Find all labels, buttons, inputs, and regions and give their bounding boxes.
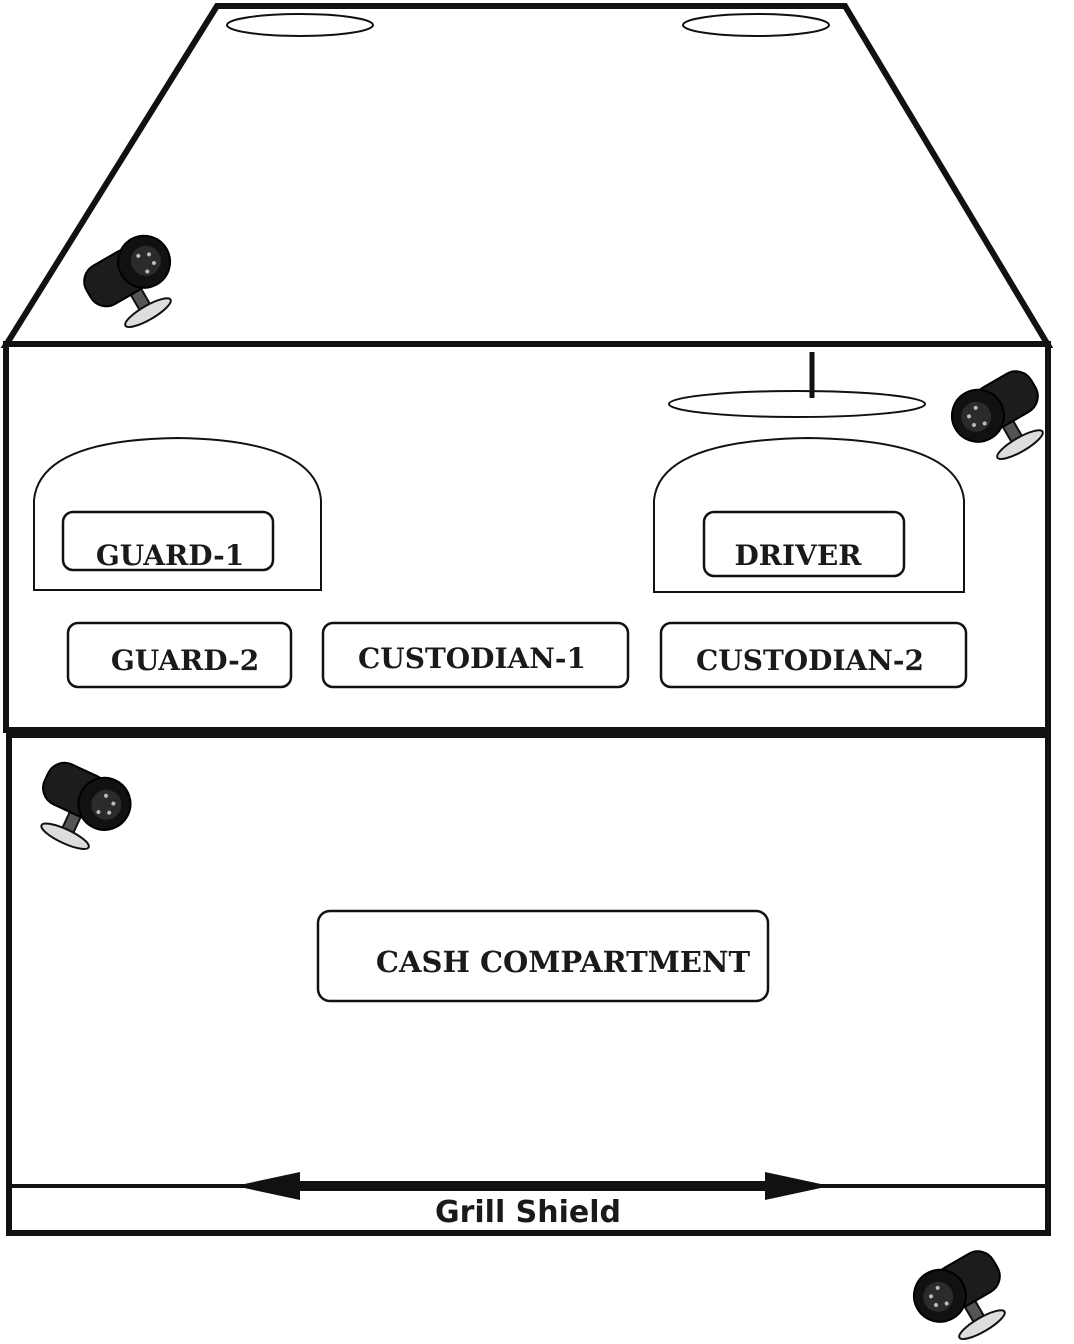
guard-2-label: GUARD-2 — [111, 644, 259, 677]
front-slot-left — [226, 13, 374, 37]
driver-label: DRIVER — [735, 539, 863, 572]
custodian-1-label: CUSTODIAN-1 — [358, 642, 586, 675]
guard-2-box — [66, 621, 293, 689]
custodian-1-box — [321, 621, 630, 689]
guard-1-box — [61, 510, 275, 572]
cash-compartment-box — [316, 909, 770, 1003]
custodian-2-label: CUSTODIAN-2 — [696, 644, 924, 677]
cctv-camera-icon — [903, 1240, 1023, 1344]
driver-box — [702, 510, 906, 578]
vehicle-front — [0, 2, 1054, 348]
grill-shield-label: Grill Shield — [435, 1195, 621, 1230]
cabin-slot — [668, 390, 926, 418]
front-slot-right — [682, 13, 830, 37]
cash-compartment-label: CASH COMPARTMENT — [376, 945, 751, 979]
custodian-2-box — [659, 621, 968, 689]
double-headed-arrow-icon — [235, 1172, 830, 1200]
guard-1-label: GUARD-1 — [96, 539, 244, 572]
